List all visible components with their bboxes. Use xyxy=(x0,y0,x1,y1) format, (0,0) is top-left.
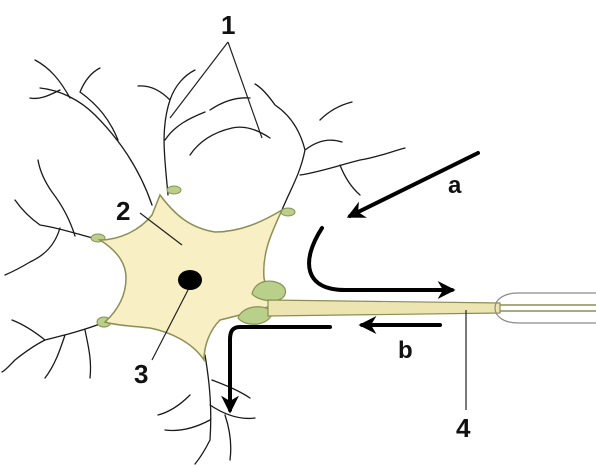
dendrite-branch-lower-left xyxy=(2,320,105,378)
label-4-axon: 4 xyxy=(456,413,471,443)
arrow-a-curve xyxy=(309,228,452,290)
dendrite-branch-bottom xyxy=(158,355,255,464)
arrow-b-curve xyxy=(230,327,330,410)
axon-sheath xyxy=(495,293,596,323)
dendrite-branch-upper-right xyxy=(255,84,405,210)
leader-1 xyxy=(170,42,262,138)
label-a: a xyxy=(448,172,462,199)
label-b: b xyxy=(398,337,413,364)
label-2-cell-body: 2 xyxy=(116,196,130,226)
nucleus xyxy=(178,270,202,290)
label-3-nucleus: 3 xyxy=(134,359,148,389)
axon xyxy=(268,300,500,316)
label-1-dendrites: 1 xyxy=(221,10,235,40)
synapse-knob xyxy=(167,186,181,194)
dendrite-branch-left xyxy=(5,160,100,275)
dendrite-branch-top xyxy=(138,70,270,195)
dendrite-branch-top-left xyxy=(30,60,152,205)
